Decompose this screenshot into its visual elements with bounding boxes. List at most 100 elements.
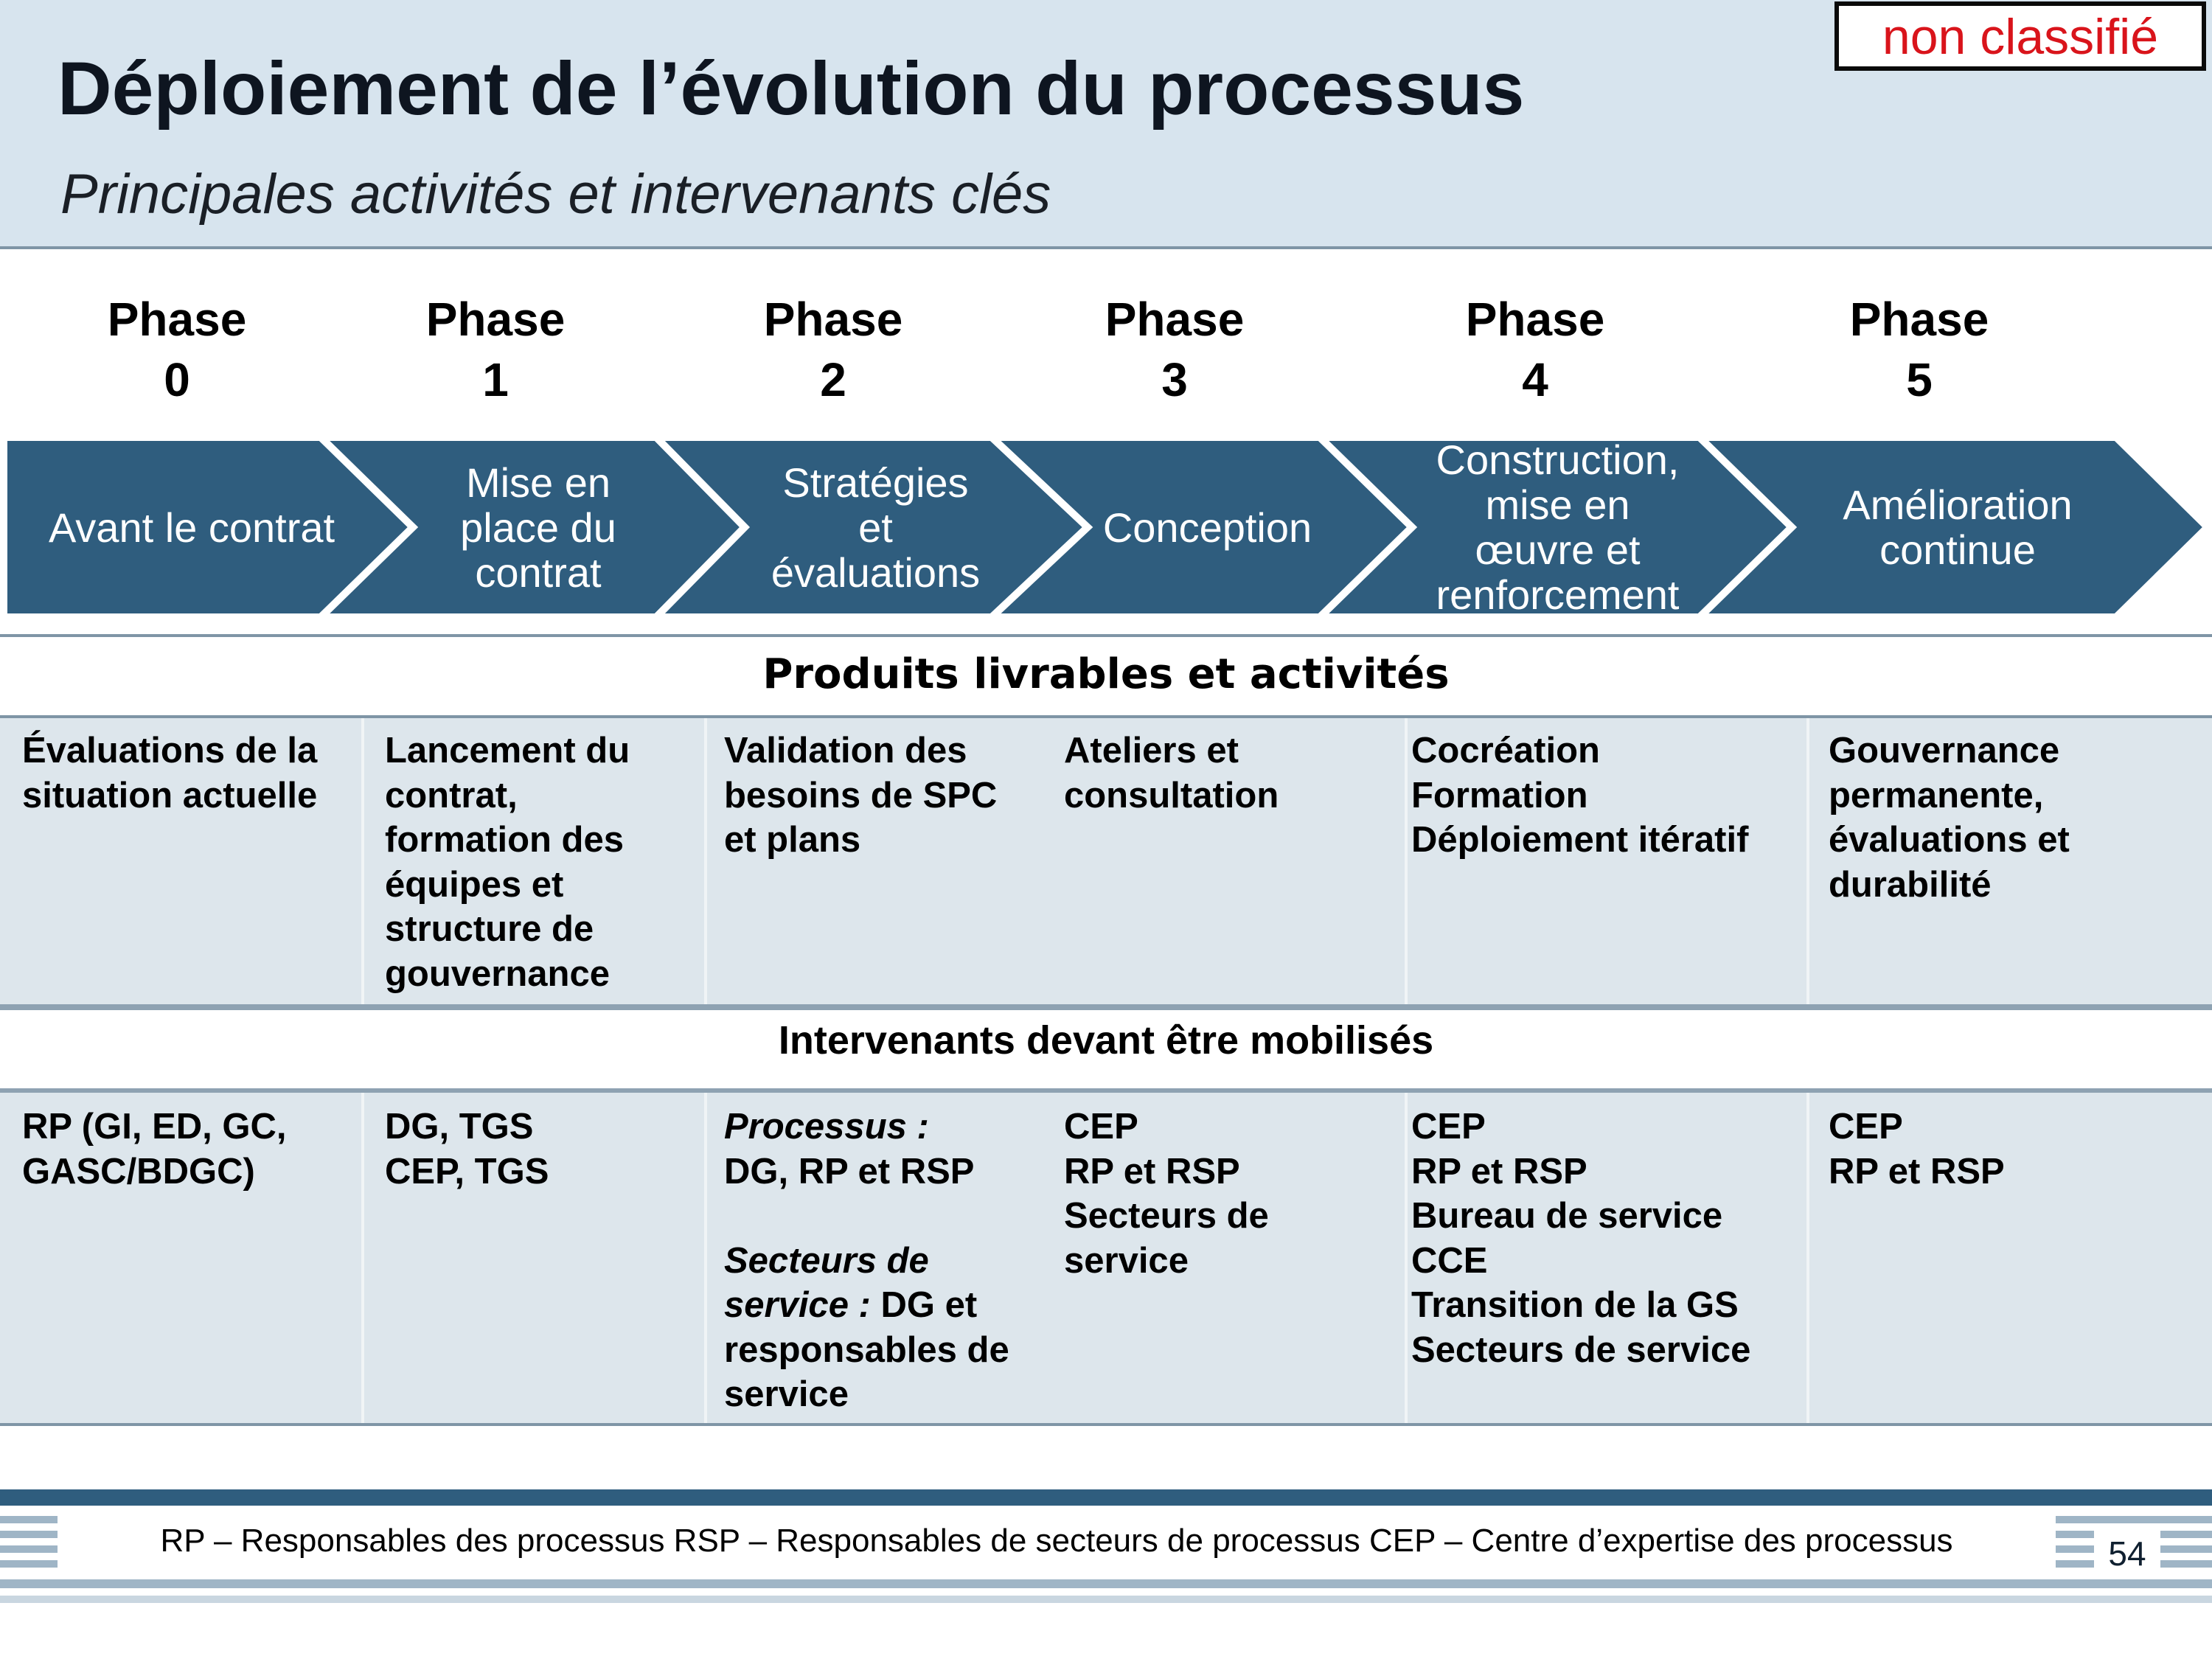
column-separator [1405,718,1408,1004]
page-title: Déploiement de l’évolution du processus [58,46,1525,131]
chevron-text-line: œuvre et [1475,526,1641,573]
stakeholders-heading: Intervenants devant être mobilisés [778,1018,1434,1062]
deliverables-phase-5: Gouvernance permanente, évaluations et d… [1829,728,2070,907]
deliverables-phase-4: Cocréation Formation Déploiement itérati… [1411,728,1748,863]
phase-number: 3 [1161,353,1188,406]
cell-line: CCE [1411,1240,1488,1281]
chevron-label-phase-5: Amélioration continue [1784,431,2131,623]
cell-line: responsables de [724,1329,1009,1370]
cell-line: et plans [724,820,861,860]
cell-text-italic: service : [724,1285,871,1325]
cell-line: Secteurs de service [1411,1329,1751,1370]
cell-line: permanente, [1829,775,2044,815]
phase-word: Phase [1465,293,1605,346]
cell-line: situation actuelle [22,775,318,815]
cell-spacer [724,1194,1009,1239]
chevron-text-line: contrat [475,549,602,596]
stakeholders-phase-3: CEP RP et RSP Secteurs de service [1064,1105,1269,1283]
chevron-text-line: Avant le contrat [48,504,335,551]
chevron-label-phase-0: Avant le contrat [15,431,369,623]
cell-line: Évaluations de la [22,731,318,771]
phase-word: Phase [1849,293,1989,346]
cell-line: gouvernance [385,953,610,994]
cell-line: formation des [385,820,624,860]
chevron-text-line: Construction, [1436,437,1680,483]
deliverables-phase-2: Validation des besoins de SPC et plans [724,728,997,863]
cell-line: RP et RSP [1411,1151,1587,1192]
cell-line: consultation [1064,775,1279,815]
section-divider [0,715,2212,718]
cell-line: DG, RP et RSP [724,1151,975,1192]
section-divider [0,1088,2212,1093]
phase-2-heading: Phase 2 [723,289,944,410]
cell-line: évaluations et [1829,820,2070,860]
phase-word: Phase [763,293,903,346]
cell-line: RP et RSP [1064,1151,1240,1192]
cell-line-italic: Secteurs de [724,1240,929,1281]
chevron-label-phase-4: Construction, mise en œuvre et renforcem… [1405,431,1711,623]
phase-number: 0 [164,353,190,406]
phase-word: Phase [107,293,247,346]
column-separator [704,1093,707,1423]
phase-chevrons [0,434,2212,621]
deliverables-phase-1: Lancement du contrat, formation des équi… [385,728,630,996]
page-subtitle: Principales activités et intervenants cl… [60,163,1051,226]
stakeholders-phase-5: CEP RP et RSP [1829,1105,2005,1194]
chevron-text-line: Conception [1102,504,1312,551]
chevron-text-line: évaluations [771,549,981,596]
cell-line-mixed: service : DG et [724,1283,1009,1328]
stakeholders-phase-4: CEP RP et RSP Bureau de service CCE Tran… [1411,1105,1750,1372]
cell-line: Ateliers et [1064,731,1239,771]
phase-number: 5 [1906,353,1933,406]
column-separator [1806,1093,1809,1423]
acronym-legend: RP – Responsables des processus RSP – Re… [58,1509,2056,1573]
section-divider [0,1423,2212,1426]
cell-line: Gouvernance [1829,731,2060,771]
cell-line: RP et RSP [1829,1151,2005,1192]
chevron-label-phase-1: Mise en place du contrat [413,431,664,623]
cell-line: durabilité [1829,864,1992,905]
chevron-text-line: et [858,504,893,551]
cell-line: CEP [1064,1107,1138,1147]
chevron-phase-5 [1690,434,2212,621]
stakeholders-phase-2: Processus : DG, RP et RSP Secteurs de se… [724,1105,1009,1417]
section-divider [0,634,2212,637]
cell-line: Transition de la GS [1411,1285,1739,1325]
phase-number: 4 [1522,353,1548,406]
phase-number: 1 [482,353,509,406]
cell-line: RP (GI, ED, GC, [22,1107,287,1147]
cell-line-italic: Processus : [724,1107,929,1147]
stakeholders-band [0,1093,2212,1423]
chevron-text-line: renforcement [1436,571,1680,618]
classification-badge: non classifié [1834,1,2206,71]
cell-line: CEP [1411,1107,1486,1147]
phase-word: Phase [1105,293,1245,346]
cell-line: service [724,1374,849,1414]
cell-line: Validation des [724,731,967,771]
cell-line: structure de [385,909,594,949]
deliverables-band [0,718,2212,1004]
column-separator [1405,1093,1408,1423]
cell-line: GASC/BDGC) [22,1151,255,1192]
phase-1-heading: Phase 1 [385,289,606,410]
chevron-text-line: place du [460,504,616,551]
column-separator [704,718,707,1004]
phase-3-heading: Phase 3 [1064,289,1285,410]
deliverables-heading: Produits livrables et activités [762,650,1450,698]
cell-line: Bureau de service [1411,1196,1723,1236]
stakeholders-phase-1: DG, TGS CEP, TGS [385,1105,549,1194]
phase-0-heading: Phase 0 [66,289,288,410]
cell-line: service [1064,1240,1189,1281]
cell-line: DG, TGS [385,1107,534,1147]
cell-line: Déploiement itératif [1411,820,1749,860]
chevron-text-line: Mise en [465,459,611,506]
cell-line: Formation [1411,775,1588,815]
phase-number: 2 [820,353,846,406]
cell-text: DG et [870,1285,978,1325]
cell-line: CEP [1829,1107,1903,1147]
deliverables-phase-0: Évaluations de la situation actuelle [22,728,317,818]
column-separator [361,718,364,1004]
chevron-text-line: mise en [1485,481,1630,528]
phase-5-heading: Phase 5 [1809,289,2030,410]
cell-line: CEP, TGS [385,1151,549,1192]
